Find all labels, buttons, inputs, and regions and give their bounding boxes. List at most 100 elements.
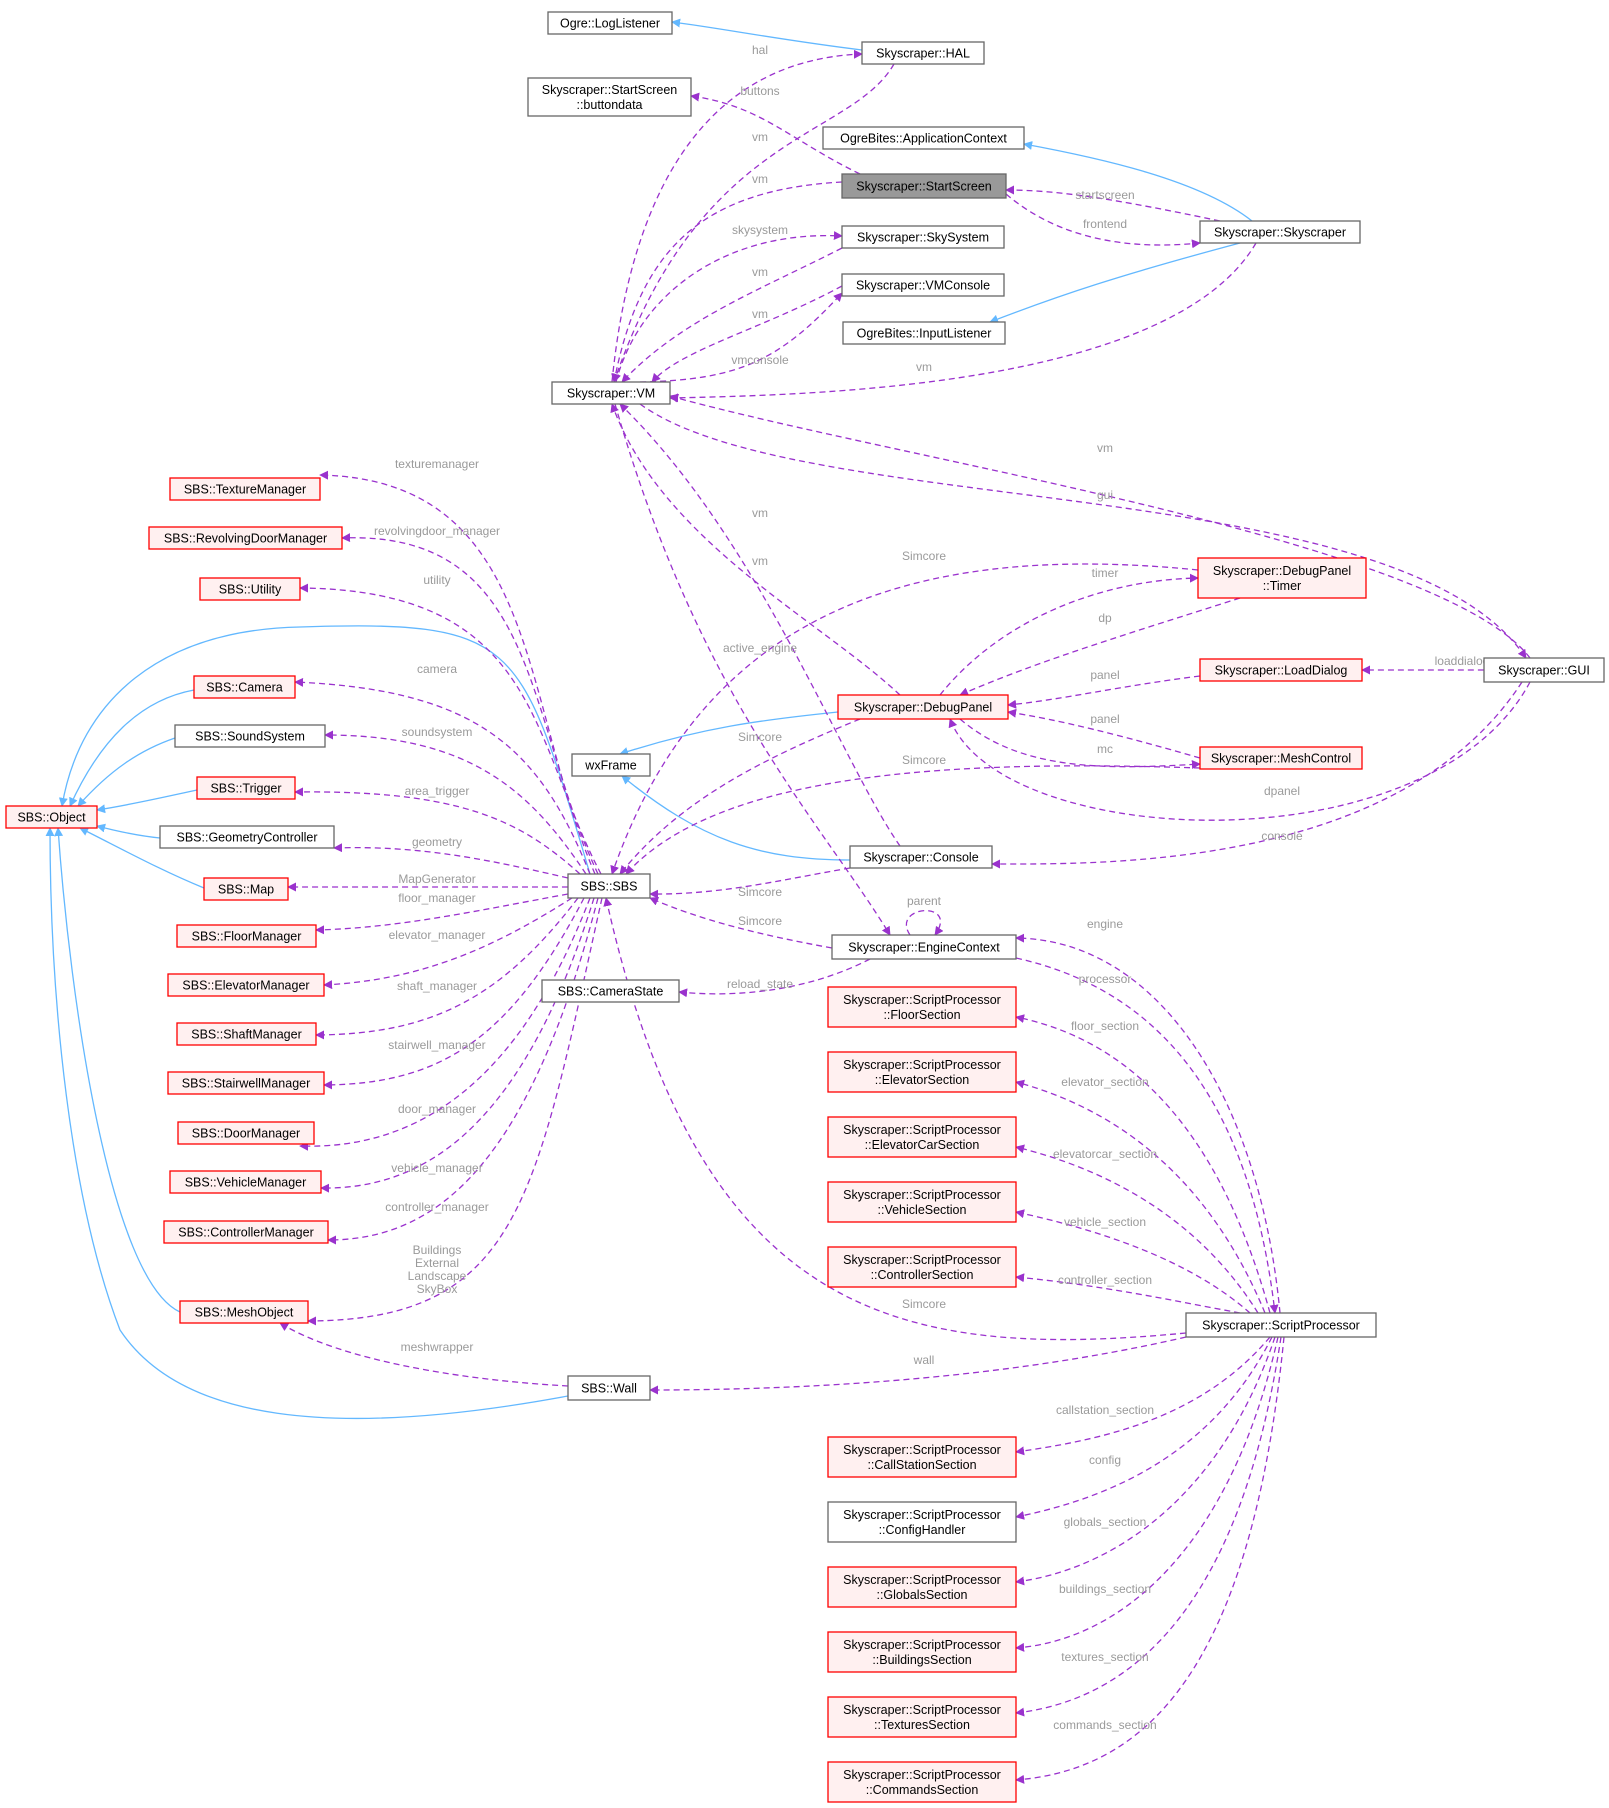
class-node-css[interactable]: Skyscraper::ScriptProcessor::CallStation…: [827, 1436, 1017, 1478]
class-node-sky[interactable]: Skyscraper::Skyscraper: [1199, 220, 1361, 244]
edge-u-start-bdata: [690, 92, 861, 175]
class-node-shm[interactable]: SBS::ShaftManager: [176, 1022, 317, 1046]
class-node-vm[interactable]: Skyscraper::VM: [551, 381, 671, 405]
node-box: [827, 986, 1017, 1028]
usage-arrow: [1007, 708, 1201, 759]
class-node-wxf[interactable]: wxFrame: [571, 753, 651, 777]
class-node-inl[interactable]: OgreBites::InputListener: [842, 321, 1006, 345]
usage-arrow: [324, 730, 587, 875]
class-node-wall[interactable]: SBS::Wall: [567, 1375, 651, 1401]
class-node-dm[interactable]: SBS::DoorManager: [177, 1121, 315, 1145]
class-node-es[interactable]: Skyscraper::ScriptProcessor::ElevatorSec…: [827, 1051, 1017, 1093]
class-node-texm[interactable]: SBS::TextureManager: [169, 477, 321, 501]
class-node-fs[interactable]: Skyscraper::ScriptProcessor::FloorSectio…: [827, 986, 1017, 1028]
class-node-mc[interactable]: Skyscraper::MeshControl: [1199, 746, 1363, 770]
class-node-sp[interactable]: Skyscraper::ScriptProcessor: [1185, 1312, 1377, 1338]
node-box: [176, 924, 317, 948]
edge-label: console: [1261, 829, 1303, 843]
node-label: ::GlobalsSection: [876, 1588, 967, 1602]
edge-label: gui: [1097, 488, 1113, 502]
class-node-bdata[interactable]: Skyscraper::StartScreen::buttondata: [527, 77, 692, 117]
class-node-stm[interactable]: SBS::StairwellManager: [167, 1071, 325, 1095]
class-node-rdm[interactable]: SBS::RevolvingDoorManager: [148, 526, 343, 550]
class-node-vs[interactable]: Skyscraper::ScriptProcessor::VehicleSect…: [827, 1181, 1017, 1223]
usage-arrow: [1015, 1336, 1273, 1520]
edge-label: soundsystem: [402, 725, 473, 739]
class-node-trig[interactable]: SBS::Trigger: [196, 776, 296, 800]
edge-label: floor_section: [1071, 1019, 1139, 1033]
class-node-obj[interactable]: SBS::Object: [5, 805, 98, 829]
edge-label: dpanel: [1264, 784, 1300, 798]
edge-u-sp-ecs: [1015, 1144, 1259, 1314]
edge-label: vm: [752, 265, 768, 279]
class-node-cms[interactable]: Skyscraper::ScriptProcessor::CommandsSec…: [827, 1761, 1017, 1803]
node-box: [167, 973, 325, 997]
class-node-gs[interactable]: Skyscraper::ScriptProcessor::GlobalsSect…: [827, 1566, 1017, 1608]
class-node-cs[interactable]: Skyscraper::ScriptProcessor::ControllerS…: [827, 1246, 1017, 1288]
node-box: [551, 381, 671, 405]
class-node-sbs[interactable]: SBS::SBS: [567, 873, 651, 899]
class-node-ecs[interactable]: Skyscraper::ScriptProcessor::ElevatorCar…: [827, 1116, 1017, 1158]
edge-u-eng-eng: [905, 909, 944, 936]
node-box: [849, 845, 993, 869]
edge-u-sbs-geo: [333, 843, 569, 879]
class-node-gui[interactable]: Skyscraper::GUI: [1483, 657, 1605, 683]
edge-u-sp-sbs: [603, 897, 1187, 1341]
edge-u-sbs-ctm: [327, 897, 599, 1245]
class-node-skysys[interactable]: Skyscraper::SkySystem: [841, 225, 1005, 249]
node-label: Skyscraper::ScriptProcessor: [843, 1703, 1001, 1717]
class-node-tim[interactable]: Skyscraper::DebugPanel::Timer: [1197, 557, 1367, 599]
class-node-flm[interactable]: SBS::FloorManager: [176, 924, 317, 948]
class-node-dp[interactable]: Skyscraper::DebugPanel: [837, 694, 1009, 720]
usage-arrow: [1015, 1336, 1282, 1717]
node-label: SBS::Camera: [206, 681, 282, 695]
node-label: SBS::VehicleManager: [185, 1176, 307, 1190]
node-label: SBS::ControllerManager: [178, 1226, 313, 1240]
class-node-logl[interactable]: Ogre::LogListener: [547, 11, 673, 35]
edge-u-sbs-util: [299, 583, 602, 875]
edge-u-tim-dp: [959, 597, 1241, 696]
usage-arrow: [610, 563, 1199, 875]
usage-arrow: [669, 242, 1257, 403]
node-label: ::buttondata: [576, 98, 642, 112]
node-box: [167, 1071, 325, 1095]
class-node-snd[interactable]: SBS::SoundSystem: [174, 724, 326, 748]
class-node-start[interactable]: Skyscraper::StartScreen: [841, 173, 1007, 199]
usage-arrow: [279, 1322, 569, 1387]
inheritance-arrow: [989, 242, 1241, 324]
class-node-bs[interactable]: Skyscraper::ScriptProcessor::BuildingsSe…: [827, 1631, 1017, 1673]
class-node-hal[interactable]: Skyscraper::HAL: [861, 41, 985, 65]
node-label: Skyscraper::ScriptProcessor: [843, 1188, 1001, 1202]
usage-arrow: [1015, 933, 1281, 1314]
edge-label: panel: [1090, 712, 1119, 726]
class-node-cons[interactable]: Skyscraper::Console: [849, 845, 993, 869]
class-node-mesh[interactable]: SBS::MeshObject: [179, 1300, 309, 1324]
class-node-ts[interactable]: Skyscraper::ScriptProcessor::TexturesSec…: [827, 1696, 1017, 1738]
class-node-vhm[interactable]: SBS::VehicleManager: [169, 1170, 322, 1194]
class-node-elm[interactable]: SBS::ElevatorManager: [167, 973, 325, 997]
edge-u-gui-dp: [948, 681, 1531, 821]
edge-label: revolvingdoor_manager: [374, 524, 500, 538]
usage-arrow: [625, 765, 1201, 875]
usage-arrow: [1015, 1336, 1279, 1652]
class-node-appctx[interactable]: OgreBites::ApplicationContext: [822, 126, 1025, 150]
node-label: Skyscraper::ScriptProcessor: [843, 993, 1001, 1007]
edge-label: Simcore: [902, 1297, 946, 1311]
edge-label: floor_manager: [398, 891, 475, 905]
class-node-ld[interactable]: Skyscraper::LoadDialog: [1199, 658, 1363, 682]
class-node-util[interactable]: SBS::Utility: [199, 577, 301, 601]
class-node-camst[interactable]: SBS::CameraState: [541, 979, 680, 1003]
class-node-vmcon[interactable]: Skyscraper::VMConsole: [841, 273, 1005, 297]
class-node-ch[interactable]: Skyscraper::ScriptProcessor::ConfigHandl…: [827, 1501, 1017, 1543]
node-box: [177, 1121, 315, 1145]
edge-i-sbs-obj: [58, 625, 591, 875]
edge-u-sp-gs: [1015, 1336, 1276, 1586]
class-node-geo[interactable]: SBS::GeometryController: [159, 825, 335, 849]
edge-i-cam-obj: [69, 689, 195, 807]
class-node-map[interactable]: SBS::Map: [203, 877, 289, 901]
edge-label: vm: [916, 360, 932, 374]
usage-arrow: [621, 247, 843, 383]
class-node-cam[interactable]: SBS::Camera: [193, 675, 296, 699]
class-node-eng[interactable]: Skyscraper::EngineContext: [831, 934, 1017, 960]
class-node-ctm[interactable]: SBS::ControllerManager: [163, 1220, 329, 1244]
